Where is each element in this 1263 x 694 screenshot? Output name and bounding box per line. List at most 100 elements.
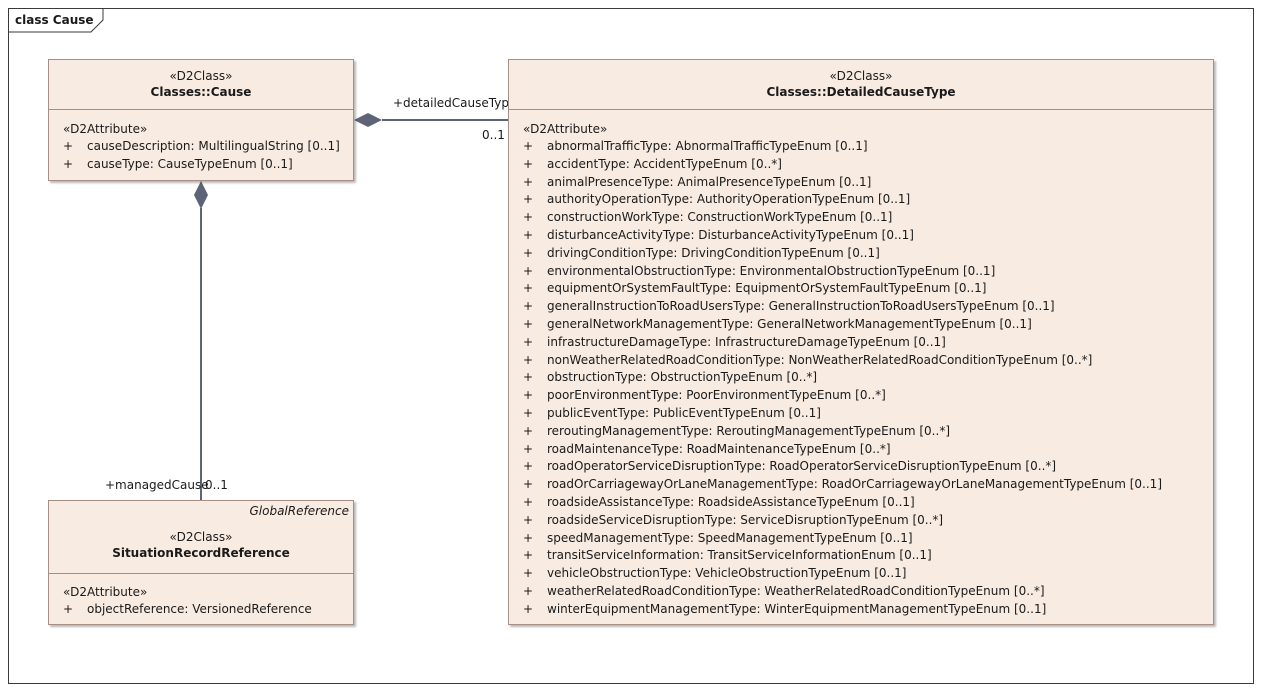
attribute-row[interactable]: +vehicleObstructionType: VehicleObstruct…	[523, 565, 1213, 583]
attribute-text: abnormalTrafficType: AbnormalTrafficType…	[547, 139, 868, 153]
visibility-marker: +	[523, 245, 534, 260]
attribute-text: constructionWorkType: ConstructionWorkTy…	[547, 210, 893, 225]
class-detailed-cause-type[interactable]: «D2Class» Classes::DetailedCauseType «D2…	[508, 59, 1214, 625]
attribute-row[interactable]: + roadsideAssistanceType: RoadsideAssista…	[523, 494, 1213, 512]
attribute-stereotype: «D2Attribute»	[63, 585, 148, 599]
attribute-row[interactable]: + generalInstructionToRoadUsersType: Gene…	[523, 298, 1213, 316]
attribute-text: accidentType: AccidentTypeEnum [0..*]	[547, 156, 782, 171]
attribute-text: roadOperatorServiceDisruptionType: RoadO…	[547, 459, 1057, 474]
attribute-text: environmentalObstructionType: Environmen…	[547, 263, 996, 278]
attribute-text: drivingConditionType: DrivingConditionTy…	[547, 245, 880, 260]
attribute-text: generalInstructionToRoadUsersType: Gener…	[547, 299, 1055, 314]
detailed-cause-role: +detailedCauseType	[393, 96, 517, 110]
attribute-text: causeType: CauseTypeEnum [0..1]	[87, 156, 293, 171]
attribute-text: winterEquipmentManagementType: WinterEqu…	[547, 601, 1047, 616]
class-name: SituationRecordReference	[112, 546, 290, 560]
class-situation-attributes: «D2Attribute» +objectReference: Versione…	[49, 574, 353, 619]
attribute-text: vehicleObstructionType: VehicleObstructi…	[547, 566, 907, 581]
attribute-row[interactable]: + transitServiceInformation: TransitServi…	[523, 547, 1213, 565]
class-cause[interactable]: «D2Class» Classes::Cause «D2Attribute» +…	[48, 59, 354, 181]
attribute-text: animalPresenceType: AnimalPresenceTypeEn…	[547, 174, 872, 189]
class-cause-attributes: «D2Attribute» + causeDescription: Multili…	[49, 110, 353, 174]
attribute-row[interactable]: + obstructionType: ObstructionTypeEnum [0…	[523, 369, 1213, 387]
composition-diamond-detailed	[354, 113, 382, 127]
attribute-row[interactable]: + poorEnvironmentType: PoorEnvironmentTyp…	[523, 387, 1213, 405]
attribute-row[interactable]: + accidentType: AccidentTypeEnum [0..*]	[523, 156, 1213, 174]
visibility-marker: +	[523, 174, 534, 189]
class-stereotype: «D2Class»	[169, 530, 233, 544]
visibility-marker: +	[63, 139, 74, 153]
visibility-marker: +	[523, 548, 534, 563]
attribute-row[interactable]: + publicEventType: PublicEventTypeEnum [0…	[523, 405, 1213, 423]
managed-cause-role: +managedCause	[105, 478, 209, 492]
visibility-marker: +	[523, 494, 534, 509]
visibility-marker: +	[523, 139, 534, 153]
attribute-text: roadOrCarriagewayOrLaneManagementType: R…	[547, 477, 1162, 492]
attribute-row[interactable]: + winterEquipmentManagementType: WinterEq…	[523, 601, 1213, 619]
visibility-marker: +	[523, 405, 534, 420]
frame-title: class Cause	[15, 13, 94, 27]
visibility-marker: +	[523, 370, 534, 385]
visibility-marker: +	[523, 477, 534, 492]
class-cause-header: «D2Class» Classes::Cause	[49, 60, 353, 110]
attribute-text: objectReference: VersionedReference	[87, 602, 312, 616]
attribute-row[interactable]: + environmentalObstructionType: Environme…	[523, 263, 1213, 281]
attribute-text: roadsideAssistanceType: RoadsideAssistan…	[547, 494, 915, 509]
class-name: Classes::DetailedCauseType	[766, 85, 956, 99]
attribute-row[interactable]: + constructionWorkType: ConstructionWorkT…	[523, 209, 1213, 227]
visibility-marker: +	[523, 263, 534, 278]
visibility-marker: +	[523, 512, 534, 527]
attribute-text: transitServiceInformation: TransitServic…	[547, 548, 932, 563]
attribute-text: infrastructureDamageType: Infrastructure…	[547, 334, 946, 349]
attribute-row[interactable]: +objectReference: VersionedReference	[63, 601, 353, 619]
attribute-row[interactable]: + disturbanceActivityType: DisturbanceAct…	[523, 227, 1213, 245]
attribute-row[interactable]: +nonWeatherRelatedRoadConditionType: Non…	[523, 352, 1213, 370]
visibility-marker: +	[523, 281, 534, 296]
attribute-row[interactable]: + drivingConditionType: DrivingConditionT…	[523, 245, 1213, 263]
attribute-text: obstructionType: ObstructionTypeEnum [0.…	[547, 370, 818, 385]
attribute-text: disturbanceActivityType: DisturbanceActi…	[547, 227, 914, 242]
visibility-marker: +	[523, 316, 534, 331]
attribute-row[interactable]: +equipmentOrSystemFaultType: EquipmentOr…	[523, 280, 1213, 298]
class-situation-header: GlobalReference «D2Class» SituationRecor…	[49, 501, 353, 574]
diagram-frame	[8, 8, 1254, 684]
class-situation-record-reference[interactable]: GlobalReference «D2Class» SituationRecor…	[48, 500, 354, 625]
attribute-text: poorEnvironmentType: PoorEnvironmentType…	[547, 388, 886, 403]
visibility-marker: +	[523, 583, 534, 598]
visibility-marker: +	[523, 156, 534, 171]
attribute-row[interactable]: + causeDescription: MultilingualString [0…	[63, 138, 353, 156]
visibility-marker: +	[523, 210, 534, 225]
attribute-row[interactable]: + weatherRelatedRoadConditionType: Weathe…	[523, 583, 1213, 601]
attribute-text: weatherRelatedRoadConditionType: Weather…	[547, 583, 1045, 598]
attribute-row[interactable]: + abnormalTrafficType: AbnormalTrafficTyp…	[523, 138, 1213, 156]
attribute-text: authorityOperationType: AuthorityOperati…	[547, 192, 911, 207]
visibility-marker: +	[523, 388, 534, 403]
attribute-row[interactable]: + generalNetworkManagementType: GeneralNe…	[523, 316, 1213, 334]
attribute-text: publicEventType: PublicEventTypeEnum [0.…	[547, 405, 821, 420]
attribute-row[interactable]: + roadOrCarriagewayOrLaneManagementType: …	[523, 476, 1213, 494]
visibility-marker: +	[63, 156, 74, 171]
visibility-marker: +	[523, 334, 534, 349]
class-stereotype: «D2Class»	[169, 69, 233, 83]
attribute-row[interactable]: + roadsideServiceDisruptionType: ServiceD…	[523, 512, 1213, 530]
attribute-text: causeDescription: MultilingualString [0.…	[87, 139, 340, 153]
attribute-row[interactable]: + infrastructureDamageType: Infrastructur…	[523, 334, 1213, 352]
attribute-list: + abnormalTrafficType: AbnormalTrafficTyp…	[523, 138, 1213, 619]
attribute-stereotype: «D2Attribute»	[63, 122, 148, 136]
attribute-row[interactable]: + roadOperatorServiceDisruptionType: Road…	[523, 458, 1213, 476]
attribute-text: generalNetworkManagementType: GeneralNet…	[547, 316, 1032, 331]
attribute-row[interactable]: +roadMaintenanceType: RoadMaintenanceTyp…	[523, 441, 1213, 459]
visibility-marker: +	[523, 299, 534, 314]
visibility-marker: +	[523, 227, 534, 242]
class-name: Classes::Cause	[150, 85, 252, 99]
attribute-row[interactable]: + animalPresenceType: AnimalPresenceTypeE…	[523, 174, 1213, 192]
attribute-row[interactable]: +reroutingManagementType: ReroutingManag…	[523, 423, 1213, 441]
attribute-row[interactable]: +speedManagementType: SpeedManagementTyp…	[523, 530, 1213, 548]
attribute-text: roadsideServiceDisruptionType: ServiceDi…	[547, 512, 944, 527]
visibility-marker: +	[523, 459, 534, 474]
attribute-row[interactable]: + authorityOperationType: AuthorityOperat…	[523, 191, 1213, 209]
visibility-marker: +	[523, 192, 534, 207]
visibility-marker: +	[523, 601, 534, 616]
attribute-text: roadMaintenanceType: RoadMaintenanceType…	[547, 441, 891, 456]
attribute-row[interactable]: + causeType: CauseTypeEnum [0..1]	[63, 156, 353, 174]
